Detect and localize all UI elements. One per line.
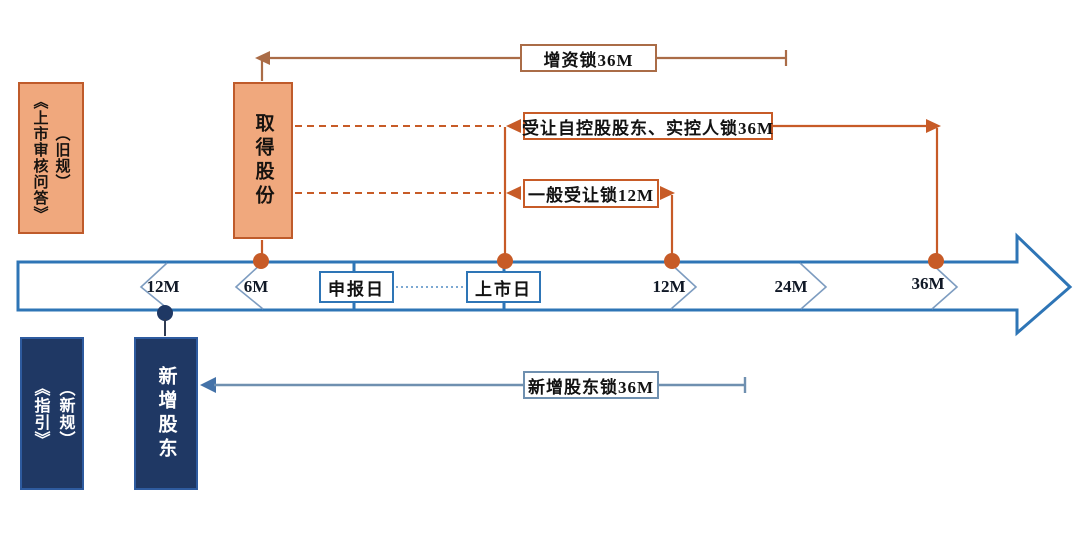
chevron-post-12m-icon <box>669 262 698 310</box>
chevron-pre-12m-icon <box>139 262 169 310</box>
marker-post-24m: 24M <box>774 277 808 296</box>
lock-transfer-general-label: 一般受让锁12M <box>523 179 659 208</box>
chevron-pre-6m-icon <box>234 262 264 310</box>
arrow-left-icon <box>200 377 216 393</box>
lock-capital-increase-label: 增资锁36M <box>520 44 657 72</box>
lock-new-shareholder-label: 新增股东锁36M <box>523 371 659 399</box>
declaration-day-text: 申报日 <box>328 279 385 299</box>
new-rules-side-label: 《指引》 （新规） <box>20 337 84 490</box>
new-rules-regulation-note: （新规） <box>56 379 74 448</box>
new-shareholder-lock-line <box>200 377 747 393</box>
transfer-general-lock-line <box>295 186 680 269</box>
acquire-shares-box: 取得股份 <box>233 82 293 239</box>
dot-36m <box>928 253 944 269</box>
marker-pre-6m: 6M <box>243 277 269 296</box>
arrow-left-icon <box>506 186 521 200</box>
old-rules-regulation-text: 《上市审核问答》 <box>31 94 48 222</box>
dot-listing-day <box>497 253 513 269</box>
arrow-right-icon <box>660 186 675 200</box>
new-rules-regulation-text: 《指引》 <box>31 379 49 448</box>
arrow-left-icon <box>506 119 521 133</box>
lock-transfer-general-text: 一般受让锁12M <box>527 186 655 205</box>
dot-6m <box>253 253 269 269</box>
lock-capital-increase-text: 增资锁36M <box>543 50 634 70</box>
dot-post-12m <box>664 253 680 269</box>
chevron-post-24m-icon <box>799 262 828 310</box>
chevron-post-36m-icon <box>930 262 959 310</box>
lock-transfer-controlling-label: 受让自控股股东、实控人锁36M <box>521 112 775 140</box>
old-rules-side-label: 《上市审核问答》 （旧规） <box>18 82 84 234</box>
new-shareholder-label: 新增股东 <box>155 365 177 462</box>
old-rules-regulation-note: （旧规） <box>53 126 70 190</box>
lock-transfer-controlling-text: 受让自控股股东、实控人锁36M <box>521 118 775 138</box>
listing-day-text: 上市日 <box>475 279 532 299</box>
lock-new-shareholder-text: 新增股东锁36M <box>527 377 655 397</box>
marker-post-12m: 12M <box>652 277 686 296</box>
marker-pre-12m: 12M <box>146 277 180 296</box>
transfer-controlling-lock-line <box>295 119 944 269</box>
listing-day-box: 上市日 <box>466 271 541 303</box>
timeline-arrow <box>16 232 1073 337</box>
arrow-right-icon <box>926 119 941 133</box>
dot-pre-12m <box>157 305 173 321</box>
declaration-day-box: 申报日 <box>319 271 394 303</box>
marker-post-36m: 36M <box>911 274 945 293</box>
new-shareholder-box: 新增股东 <box>134 337 198 490</box>
acquire-shares-label: 取得股份 <box>252 112 274 209</box>
